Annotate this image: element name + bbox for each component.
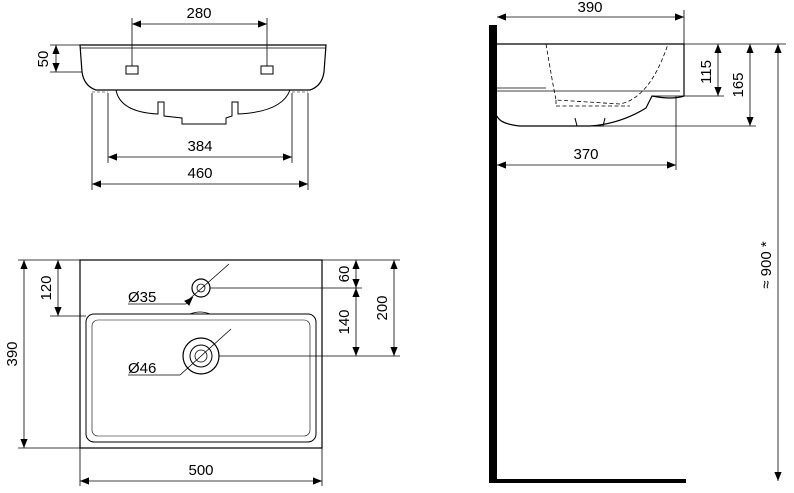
top-view-outline	[79, 259, 323, 449]
front-view-basin-outline	[79, 44, 327, 125]
dim-label-460: 460	[187, 165, 212, 182]
side-view-dim-900: ≈ 900 *	[758, 44, 782, 481]
dim-label-165: 165	[730, 72, 747, 97]
side-view-dim-115: 115	[698, 44, 722, 96]
top-view-dim-diameter-35: Ø35	[128, 289, 194, 306]
dim-label-370: 370	[573, 146, 598, 163]
front-view-dim-50: 50	[35, 44, 82, 73]
top-view: Ø35 Ø46 60 140 200 120	[4, 259, 400, 486]
side-view-dim-390: 390	[497, 0, 685, 44]
waste-outlet	[179, 328, 232, 376]
dim-label-280: 280	[186, 5, 211, 22]
dim-label-60: 60	[336, 266, 353, 283]
top-view-dim-120: 120	[38, 259, 86, 317]
side-view-dim-165: 165	[730, 44, 754, 126]
top-view-bowl	[85, 313, 317, 443]
front-view-dim-460: 460	[91, 93, 309, 190]
dim-label-diameter-35: Ø35	[128, 289, 156, 306]
side-view-dim-370: 370	[497, 96, 677, 170]
dim-label-900: ≈ 900 *	[758, 241, 775, 289]
dim-label-500: 500	[188, 462, 213, 479]
top-view-dim-200: 200	[374, 260, 398, 356]
dim-label-390-side: 390	[577, 0, 602, 16]
side-view: 390 370 115 165 ≈ 900 *	[489, 0, 786, 483]
dim-label-140: 140	[336, 309, 353, 334]
top-view-dim-diameter-46: Ø46	[128, 360, 180, 377]
dim-label-390-depth: 390	[4, 341, 21, 366]
top-view-dim-60: 60	[336, 260, 360, 288]
dim-label-diameter-46: Ø46	[128, 360, 156, 377]
top-view-dim-140: 140	[336, 288, 360, 356]
dim-label-384: 384	[187, 138, 212, 155]
top-view-bowl-inner	[91, 319, 311, 437]
dim-label-115: 115	[698, 60, 715, 84]
front-view-dim-280: 280	[131, 5, 268, 66]
dim-label-200: 200	[374, 295, 391, 320]
dim-label-120: 120	[38, 275, 55, 300]
wall	[489, 25, 497, 483]
tap-hole	[185, 263, 230, 303]
top-view-dim-390: 390	[4, 259, 80, 449]
front-view: 280 50 384 460	[35, 5, 327, 190]
front-view-dim-384: 384	[107, 93, 293, 163]
side-view-basin	[496, 43, 685, 127]
dim-label-50: 50	[35, 51, 52, 68]
top-view-dim-500: 500	[79, 448, 323, 486]
